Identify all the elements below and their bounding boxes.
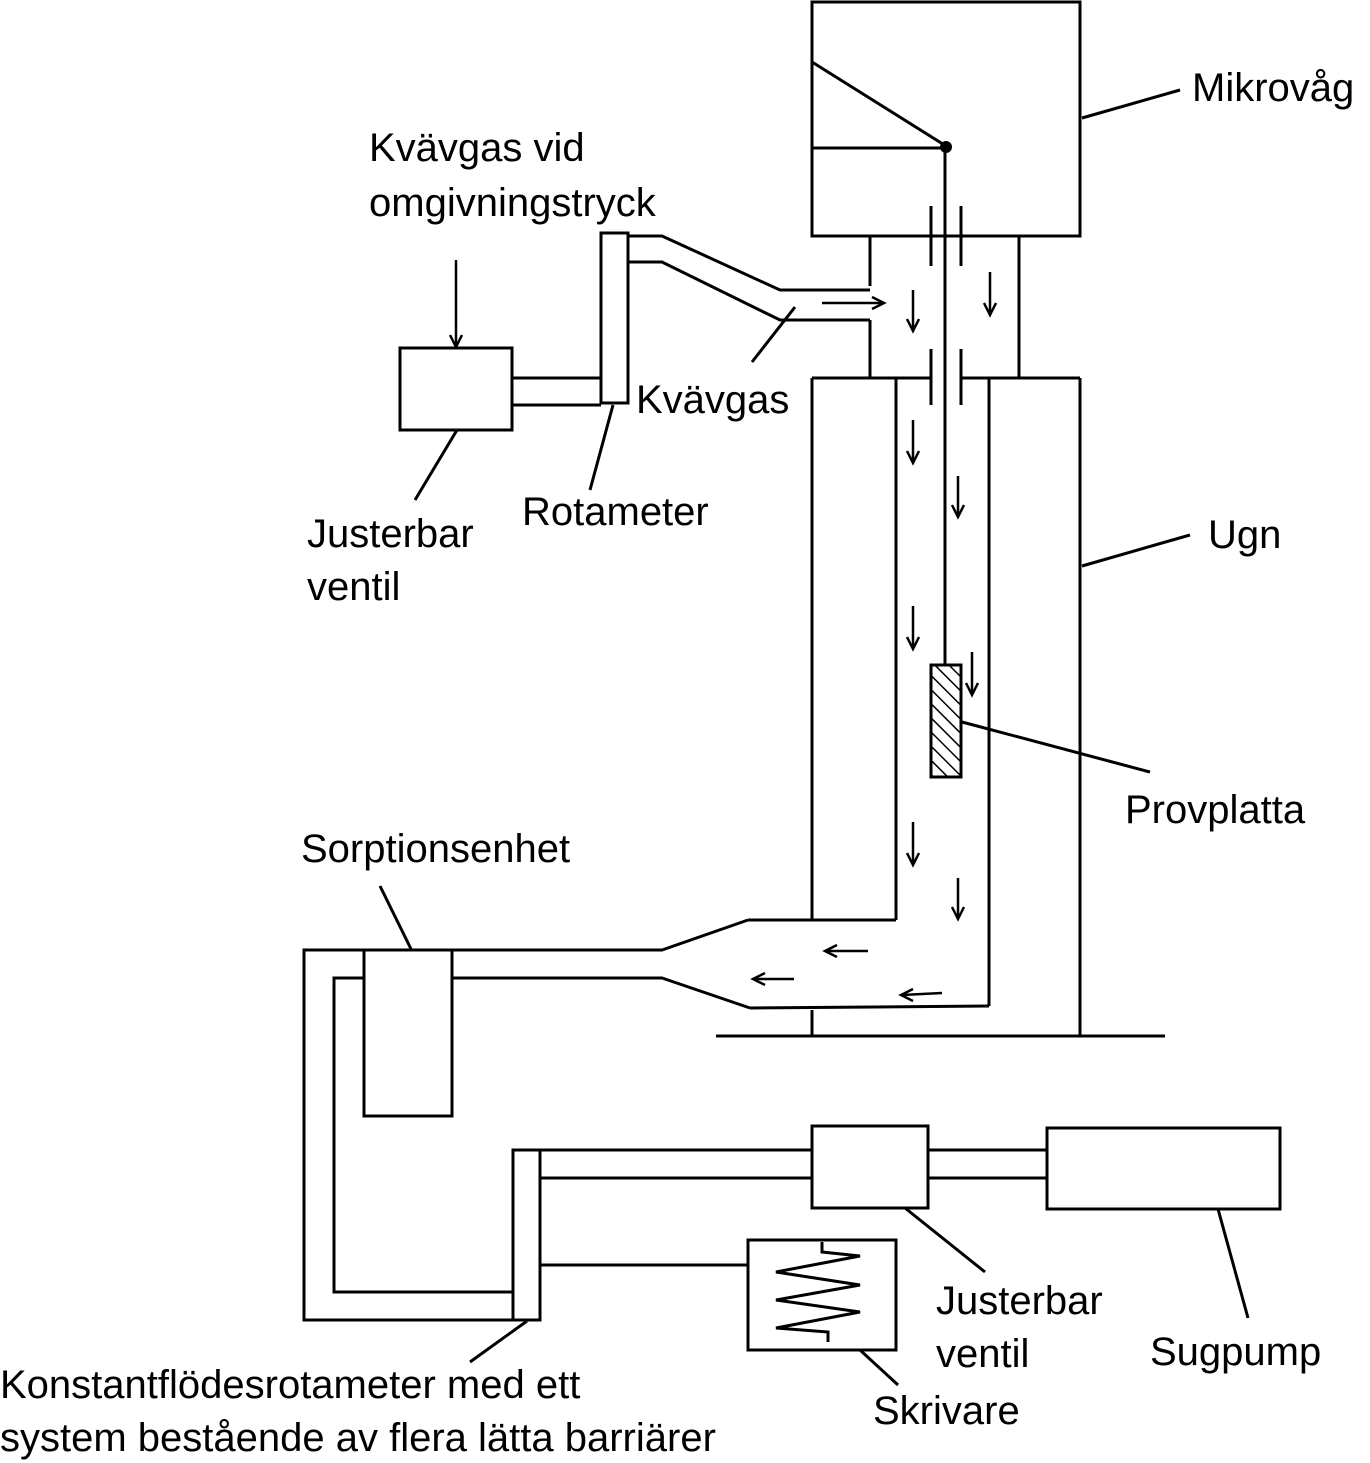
label-mikrovag: Mikrovåg xyxy=(1192,66,1354,110)
flow-arrow-down xyxy=(950,878,966,922)
valve-bottom xyxy=(810,1124,930,1210)
label-kvavgas-vid: Kvävgas vid xyxy=(369,126,585,170)
label-justerbar-bottom: Justerbar xyxy=(936,1279,1103,1323)
leader-lines xyxy=(378,88,1250,1387)
label-barriarer: system bestående av flera lätta barriäre… xyxy=(0,1416,716,1460)
flow-arrow-down xyxy=(950,476,966,520)
suction-pump xyxy=(1045,1126,1282,1211)
furnace xyxy=(716,376,1165,1038)
flow-arrow-left xyxy=(750,971,794,987)
label-rotameter: Rotameter xyxy=(522,490,709,534)
flow-arrow-down xyxy=(905,420,921,466)
label-sorptionsenhet: Sorptionsenhet xyxy=(301,827,570,871)
label-kvavgas: Kvävgas xyxy=(636,378,789,422)
label-ventil-bottom: ventil xyxy=(936,1332,1029,1376)
outlet-pipe xyxy=(452,918,751,1010)
sample-plate xyxy=(929,663,963,779)
label-sugpump: Sugpump xyxy=(1150,1330,1321,1374)
flow-arrow-down xyxy=(905,822,921,868)
recorder xyxy=(540,1238,898,1352)
sample-hanger xyxy=(929,150,963,779)
label-ventil-top: ventil xyxy=(307,565,400,609)
flow-arrow-down xyxy=(982,272,998,318)
label-provplatta: Provplatta xyxy=(1125,788,1306,832)
nitrogen-inlet-pipe xyxy=(628,234,870,322)
flow-arrow-right xyxy=(822,295,887,311)
flow-arrow-down xyxy=(964,652,980,698)
sorption-unit xyxy=(302,948,513,1322)
supply-arrow-down xyxy=(448,260,464,350)
valve-top xyxy=(398,346,601,432)
flow-arrow-down xyxy=(905,606,921,652)
label-omgivningstryck: omgivningstryck xyxy=(369,181,657,225)
label-skrivare: Skrivare xyxy=(873,1389,1020,1433)
flow-arrows xyxy=(448,260,998,1003)
flow-arrow-down xyxy=(905,290,921,334)
flow-arrow-left xyxy=(822,943,868,959)
label-justerbar-top: Justerbar xyxy=(307,512,474,556)
label-konstantflodes: Konstantflödesrotameter med ett xyxy=(0,1363,580,1407)
flow-arrow-left xyxy=(898,987,943,1003)
label-ugn: Ugn xyxy=(1208,513,1281,557)
suction-line xyxy=(540,1124,1282,1211)
rotameter-top xyxy=(599,231,630,405)
constant-flow-rotameter xyxy=(511,1148,542,1322)
